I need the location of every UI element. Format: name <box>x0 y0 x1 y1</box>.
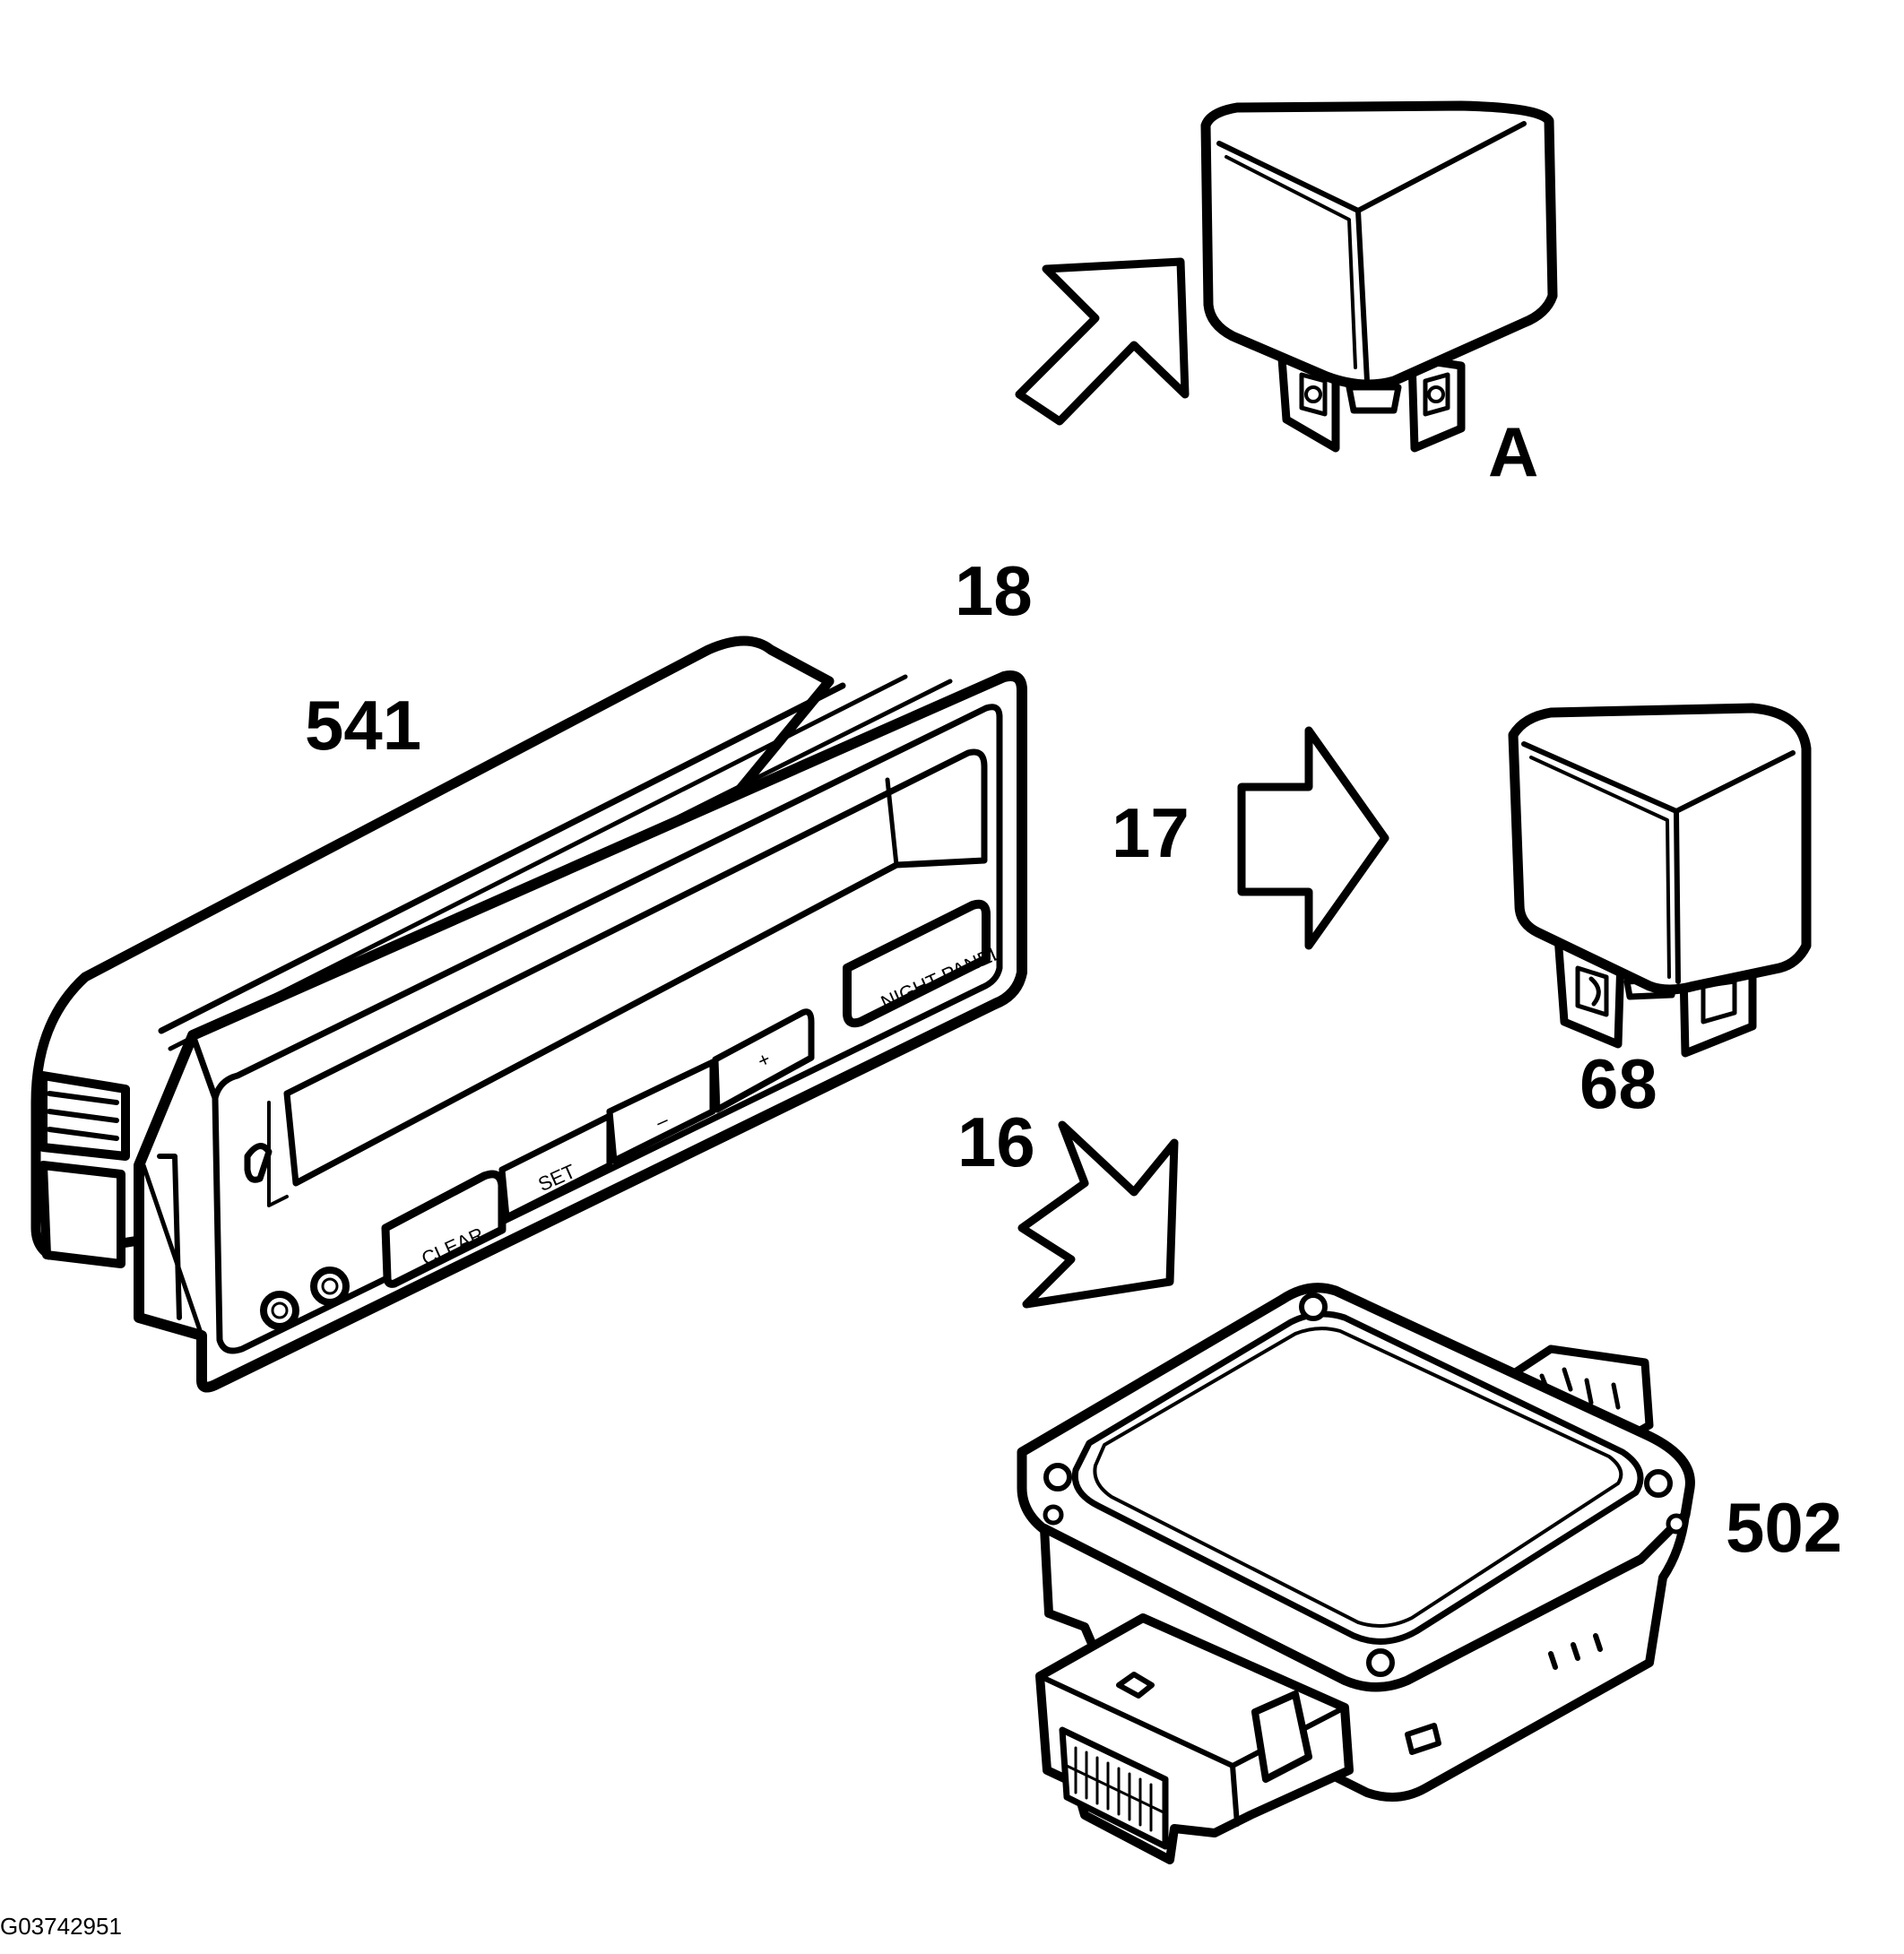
set-button[interactable]: SET <box>498 1112 613 1221</box>
arrow-17 <box>1237 726 1389 950</box>
plus-button[interactable]: + <box>712 1008 815 1113</box>
module-502 <box>1017 1283 1695 1864</box>
relay-68 <box>1508 703 1812 1058</box>
label-68: 68 <box>1579 1044 1657 1123</box>
arrow-16 <box>1017 1120 1179 1309</box>
arrow-18 <box>1015 257 1190 426</box>
control-panel-541: CLEAR SET – + NIGHT PANEL <box>30 635 1027 1393</box>
label-a: A <box>1488 412 1539 491</box>
label-502: 502 <box>1726 1488 1843 1567</box>
label-18: 18 <box>955 551 1033 630</box>
label-541: 541 <box>305 686 422 765</box>
label-16: 16 <box>957 1102 1035 1181</box>
relay-a <box>1200 100 1558 453</box>
minus-button[interactable]: – <box>606 1059 716 1164</box>
label-17: 17 <box>1112 793 1190 872</box>
figure-id: G03742951 <box>0 1913 122 1940</box>
